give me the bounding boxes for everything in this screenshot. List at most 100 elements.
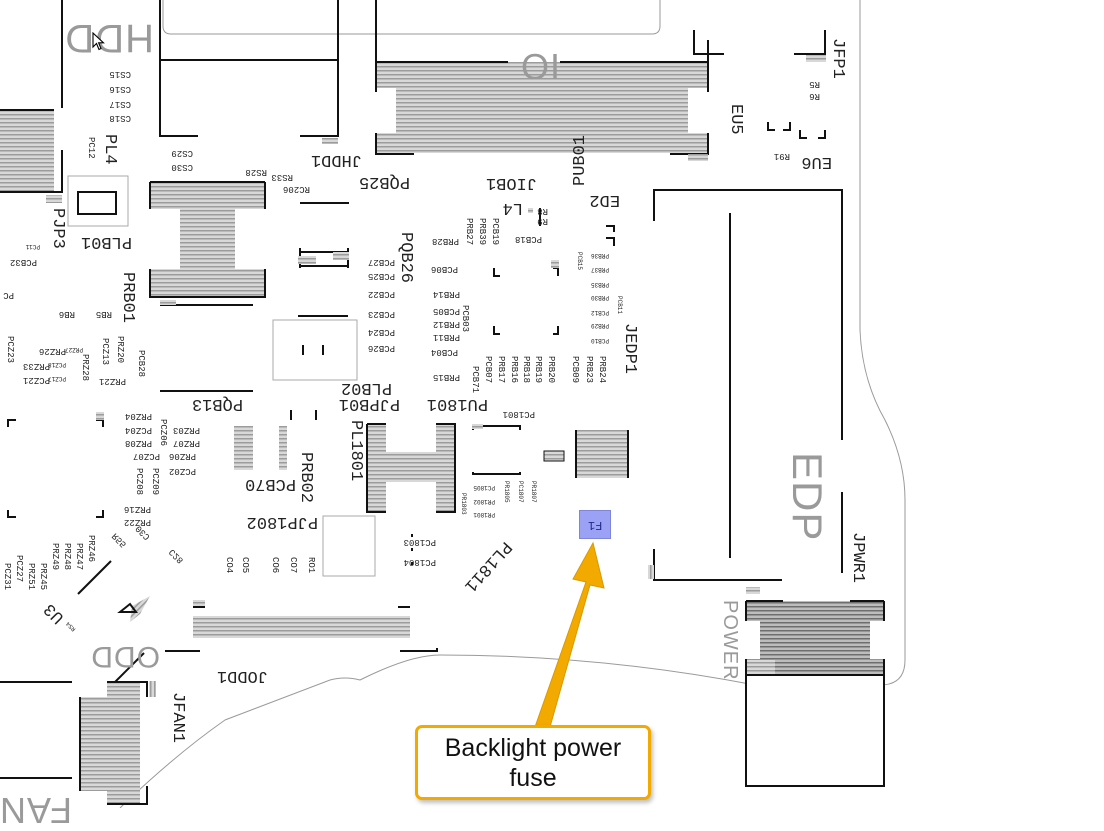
label-pjp1802[interactable]: PJP1802 [246, 512, 318, 531]
label-pr1805[interactable]: PR1805 [503, 481, 510, 503]
label-prb20[interactable]: PRB20 [546, 356, 556, 384]
label-pcz21[interactable]: PCZ21 [22, 375, 50, 385]
label-prz49[interactable]: PRZ49 [50, 543, 60, 571]
label-prz06[interactable]: PRZ06 [168, 451, 196, 461]
fuse-f1-highlight[interactable]: F1 [579, 510, 611, 539]
label-pu1801[interactable]: PU1801 [426, 394, 488, 413]
label-co5[interactable]: CO5 [240, 557, 250, 574]
label-rs33[interactable]: RS33 [271, 172, 293, 182]
label-prb02[interactable]: PRB02 [296, 452, 315, 504]
label-eu5[interactable]: EU5 [726, 104, 745, 135]
label-prb27[interactable]: PRB27 [464, 218, 474, 246]
label-prb35[interactable]: PRB35 [590, 281, 609, 288]
label-pc1807[interactable]: PC1807 [517, 481, 524, 503]
label-pjp3[interactable]: PJP3 [48, 208, 67, 249]
label-jodd1[interactable]: JODD1 [216, 666, 268, 685]
label-prb28[interactable]: PRB28 [431, 236, 459, 246]
label-pcb15[interactable]: PCB15 [576, 252, 583, 271]
label-cs18[interactable]: CS18 [109, 113, 131, 123]
label-prb29[interactable]: PRB29 [590, 322, 609, 329]
label-pcb05[interactable]: PCB05 [432, 306, 460, 316]
label-pr1803[interactable]: PR1803 [460, 493, 467, 515]
label-pqb25[interactable]: PQB25 [358, 172, 410, 191]
label-pcz08[interactable]: PCZ08 [134, 468, 144, 496]
label-r5[interactable]: R5 [809, 79, 820, 89]
label-cs15[interactable]: CS15 [109, 69, 131, 79]
label-rc206[interactable]: RC206 [282, 184, 310, 194]
label-pqb13[interactable]: PQB13 [191, 394, 243, 413]
label-pcz18[interactable]: PCZ18 [47, 361, 66, 368]
label-prz27[interactable]: PRZ27 [64, 346, 83, 353]
label-pcz13[interactable]: PCZ13 [100, 338, 110, 366]
label-jpwr1[interactable]: JPWR1 [848, 532, 867, 584]
label-prb24[interactable]: PRB24 [597, 356, 607, 384]
label-pcb12[interactable]: PCB12 [590, 309, 609, 316]
label-pqb26[interactable]: PQB26 [396, 232, 415, 284]
label-prb30[interactable]: PRB30 [590, 294, 609, 301]
label-eu6[interactable]: EU6 [801, 152, 832, 171]
label-pcz02[interactable]: PCZ02 [168, 466, 196, 476]
label-jiob1[interactable]: JIOB1 [485, 173, 537, 192]
label-pcb25[interactable]: PCB25 [367, 271, 395, 281]
label-prb11[interactable]: PRB11 [432, 332, 460, 342]
label-pcz31[interactable]: PCZ31 [2, 563, 12, 591]
label-pcb19[interactable]: PCB19 [490, 218, 500, 246]
label-co6[interactable]: CO6 [270, 557, 280, 574]
label-cs16[interactable]: CS16 [109, 84, 131, 94]
label-pcz17[interactable]: PCZ17 [47, 375, 66, 382]
label-co4[interactable]: CO4 [224, 557, 234, 574]
label-prb12[interactable]: PRB12 [432, 319, 460, 329]
label-prb37[interactable]: PRB37 [590, 266, 609, 273]
label-prb39[interactable]: PRB39 [477, 218, 487, 246]
label-ro1[interactable]: RO1 [306, 557, 316, 574]
label-pcb26[interactable]: PCB26 [367, 343, 395, 353]
label-pcb11[interactable]: PCB11 [616, 296, 623, 315]
label-r6[interactable]: R6 [809, 91, 820, 101]
label-jhdd1[interactable]: JHDD1 [310, 150, 362, 169]
label-r8[interactable]: R8 [537, 206, 548, 216]
label-pc12[interactable]: PC12 [86, 137, 96, 159]
label-pcb18[interactable]: PCB18 [514, 234, 542, 244]
label-pcb71[interactable]: PCB71 [470, 366, 480, 394]
label-prz33[interactable]: PRZ33 [22, 361, 50, 371]
label-prb19[interactable]: PRB19 [533, 356, 543, 384]
label-pcz09[interactable]: PCZ09 [150, 468, 160, 496]
label-ed2[interactable]: ED2 [589, 190, 620, 209]
label-cs30[interactable]: CS30 [171, 162, 193, 172]
label-r9[interactable]: R9 [537, 216, 548, 226]
label-pr1802[interactable]: PR1802 [473, 498, 495, 505]
label-jfp1[interactable]: JFP1 [828, 38, 847, 79]
label-prz21[interactable]: PRZ21 [98, 376, 126, 386]
label-pcb03[interactable]: PCB03 [460, 305, 470, 333]
label-prb01[interactable]: PRB01 [118, 272, 137, 324]
label-pcz23[interactable]: PCZ23 [5, 336, 15, 364]
label-pcb23[interactable]: PCB23 [367, 309, 395, 319]
label-plb01[interactable]: PLB01 [80, 232, 132, 251]
label-pcz06[interactable]: PCZ06 [158, 419, 168, 447]
label-pc1805[interactable]: PC1805 [473, 484, 495, 491]
label-pc1801[interactable]: PC1801 [502, 409, 535, 419]
label-pcb70[interactable]: PCB70 [244, 474, 296, 493]
label-jfan1[interactable]: JFAN1 [168, 692, 187, 744]
label-pc1804[interactable]: PC1804 [403, 557, 436, 567]
label-pcb28[interactable]: PCB28 [136, 350, 146, 378]
label-pcb04[interactable]: PCB04 [430, 347, 458, 357]
label-prz07[interactable]: PRZ07 [172, 438, 200, 448]
label-cs17[interactable]: CS17 [109, 99, 131, 109]
label-pcz27[interactable]: PCZ27 [14, 555, 24, 583]
label-prz45[interactable]: PRZ45 [38, 563, 48, 591]
label-prz16[interactable]: PRZ16 [123, 504, 151, 514]
label-pcz04[interactable]: PCZ04 [124, 425, 152, 435]
label-prz51[interactable]: PRZ51 [26, 563, 36, 591]
label-prz46[interactable]: PRZ46 [86, 535, 96, 563]
label-pcb24[interactable]: PCB24 [367, 327, 395, 337]
boardview-canvas[interactable] [0, 0, 1104, 808]
label-prz20[interactable]: PRZ20 [115, 336, 125, 364]
label-pc1803[interactable]: PC1803 [403, 537, 436, 547]
label-prb36[interactable]: PRB36 [590, 252, 609, 259]
label-pcb06[interactable]: PCB06 [430, 264, 458, 274]
label-prb16[interactable]: PRB16 [509, 356, 519, 384]
label-prb18[interactable]: PRB18 [521, 356, 531, 384]
label-prz47[interactable]: PRZ47 [74, 543, 84, 571]
label-prz26[interactable]: PRZ26 [38, 346, 66, 356]
